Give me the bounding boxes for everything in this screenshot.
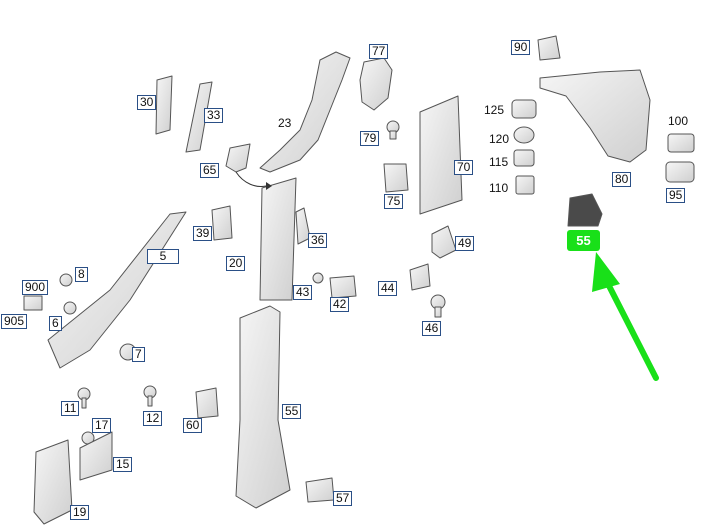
callout-80: 80	[612, 172, 632, 187]
callout-30: 30	[137, 95, 157, 110]
leader-65-head	[266, 182, 272, 190]
part-95	[665, 161, 695, 183]
part-8	[59, 273, 73, 287]
callout-905: 905	[1, 314, 28, 329]
callout-79: 79	[360, 131, 380, 146]
part-55-cover	[567, 193, 603, 227]
arrow-head	[592, 252, 620, 292]
callout-120: 120	[489, 132, 510, 146]
part-120	[513, 126, 535, 144]
part-75	[383, 163, 409, 193]
part-46	[430, 294, 446, 318]
callout-5: 5	[147, 249, 179, 264]
callout-46: 46	[422, 321, 442, 336]
part-15	[79, 431, 113, 481]
callout-70: 70	[454, 160, 474, 175]
part-90	[537, 35, 561, 61]
callout-33: 33	[204, 108, 224, 123]
callout-65: 65	[200, 163, 220, 178]
part-57	[305, 477, 335, 503]
part-12	[143, 385, 157, 407]
part-5	[47, 211, 187, 369]
callout-43: 43	[293, 285, 313, 300]
callout-39: 39	[193, 226, 213, 241]
callout-8: 8	[75, 267, 88, 282]
callout-90: 90	[511, 40, 531, 55]
callout-125: 125	[484, 103, 505, 117]
callout-20: 20	[226, 256, 246, 271]
part-100	[667, 133, 695, 153]
part-30	[155, 75, 173, 135]
callout-55: 55	[282, 404, 302, 419]
callout-55-highlighted: 55	[567, 230, 600, 251]
part-44	[409, 263, 431, 291]
callout-95: 95	[666, 188, 686, 203]
callout-19: 19	[70, 505, 90, 520]
callout-57: 57	[333, 491, 353, 506]
part-19	[33, 439, 73, 525]
arrow-shaft	[601, 273, 659, 381]
callout-115: 115	[489, 155, 509, 169]
callout-12: 12	[143, 411, 163, 426]
part-70	[419, 95, 463, 215]
callout-23: 23	[278, 116, 292, 130]
part-77	[359, 57, 393, 111]
callout-6: 6	[49, 316, 62, 331]
part-65	[225, 143, 251, 173]
callout-75: 75	[384, 194, 404, 209]
callout-900: 900	[22, 280, 49, 295]
callout-44: 44	[378, 281, 398, 296]
callout-42: 42	[330, 297, 350, 312]
part-110	[515, 175, 535, 195]
callout-77: 77	[369, 44, 389, 59]
part-60	[195, 387, 219, 419]
callout-7: 7	[132, 347, 145, 362]
callout-36: 36	[308, 233, 328, 248]
callout-11: 11	[61, 401, 80, 416]
part-79	[386, 120, 400, 140]
part-55	[235, 305, 291, 509]
callout-17: 17	[92, 418, 112, 433]
leader-65	[235, 171, 267, 187]
part-20	[259, 177, 297, 301]
part-23	[259, 51, 351, 173]
part-6	[63, 301, 77, 315]
part-43	[312, 272, 324, 284]
part-115	[513, 149, 535, 167]
part-33	[185, 81, 213, 153]
part-11	[77, 387, 91, 409]
part-49	[431, 225, 457, 259]
part-42	[329, 275, 357, 299]
callout-15: 15	[113, 457, 133, 472]
callout-60: 60	[183, 418, 203, 433]
part-80	[539, 69, 651, 163]
callout-49: 49	[455, 236, 475, 251]
part-125	[511, 99, 537, 119]
part-900	[23, 295, 43, 311]
callout-100: 100	[668, 114, 689, 128]
part-39	[211, 205, 233, 241]
callout-110: 110	[489, 181, 509, 195]
